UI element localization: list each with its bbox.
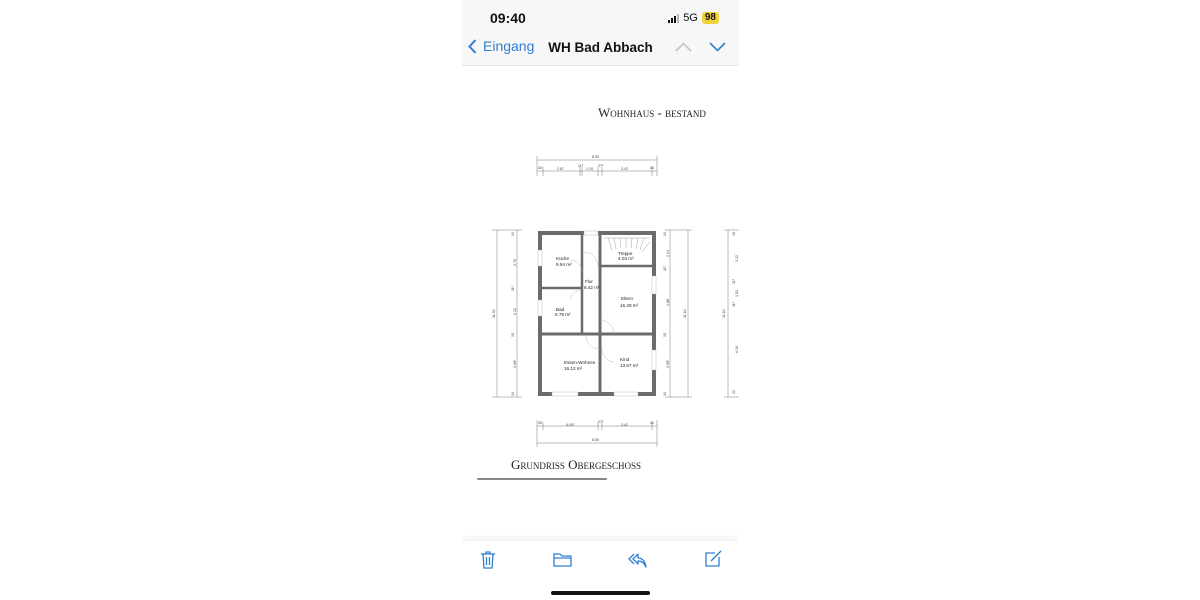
dim-label: 11.94 [492,309,496,318]
dim-label: 27⁵ [598,164,604,168]
room-name: Küche [556,256,569,261]
folder-icon[interactable] [553,552,572,567]
side-dimensions [492,229,739,447]
top-dimensions [536,156,658,176]
dim-label: 34 [511,232,515,236]
dim-label: 8.50 [592,438,599,442]
dim-label: 15 [663,333,667,337]
dim-label: 34 [663,392,667,396]
dim-label: 40 [538,421,542,425]
dim-label: 40 [650,421,654,425]
dim-label: 34 [663,232,667,236]
dim-label: 15 [511,333,515,337]
dim-label: 11⁵ [511,285,515,291]
dim-label: 3.42 [621,423,628,427]
room-area: 16.29 m² [620,303,639,308]
room-area: 9.94 m² [556,262,572,267]
room-area: 8.42 m² [584,285,600,290]
dim-label: 11.84 [722,309,726,318]
dim-label: 40 [732,232,736,236]
dim-label: 11⁵ [732,278,736,284]
room-name: Essen-Wohnen [564,360,596,365]
trash-icon[interactable] [480,550,496,569]
room-name: Flur [585,279,593,284]
left-dimension-labels: 11.94 34 2.76 11⁵ 3.22 15 3.96⁵ 34 [492,232,517,396]
room-name: Eltern [621,296,633,301]
dim-label: 22 [732,390,736,394]
horizontal-scrollbar[interactable] [477,478,607,480]
dim-label: 4.00⁵ [566,423,575,427]
room-name: Kind [620,357,630,362]
dim-label: 6.10 [735,346,739,353]
dim-label: 2.67 [557,167,564,171]
document-heading: Wohnhaus - bestand [598,105,706,120]
dim-label: 1.51 [735,290,739,297]
dim-label: 3.42 [621,167,628,171]
stairs [604,237,651,253]
status-indicators: 5G 98 [668,12,719,24]
plan-title: Grundriss Obergeschoss [511,457,641,472]
dim-label: 11⁵ [663,265,667,271]
back-button[interactable]: Eingang [468,38,534,54]
dim-label: 3.22 [513,308,517,315]
dim-label: 2.76 [513,259,517,266]
dim-label: 34 [511,392,515,396]
openings [537,230,657,397]
previous-message-icon[interactable] [675,42,692,52]
dim-label: 11⁵ [732,301,736,307]
signal-icon [668,13,680,23]
nav-bar: Eingang WH Bad Abbach [462,38,739,60]
mail-app: 09:40 5G 98 Eingang WH Bad Abbach Wohnha… [462,0,739,600]
room-area: 6.79 m² [555,312,571,317]
status-time: 09:40 [490,10,526,26]
room-name: Treppe [618,251,633,256]
room-name: Bad [556,307,565,312]
reply-all-icon[interactable] [628,552,647,568]
room-area: 4.03 m² [618,256,634,261]
compose-icon[interactable] [705,550,722,567]
floor-plan-drawing: Wohnhaus - bestand 8.50 40 2.67 11⁵ 1.19… [477,105,739,480]
attachment-preview[interactable]: Wohnhaus - bestand 8.50 40 2.67 11⁵ 1.19… [462,66,739,541]
bottom-toolbar [462,541,739,600]
dim-label: 3.96⁵ [513,359,517,368]
next-message-icon[interactable] [709,42,726,52]
bottom-dimension-labels: 40 4.00⁵ 27⁵ 3.42 40 8.50 [538,420,654,442]
home-indicator[interactable] [551,591,650,595]
dim-label: 11⁵ [578,164,584,168]
dim-label: 3.96⁵ [666,359,670,368]
dim-label: 2.24 [666,250,670,257]
right-dimension-labels: 11.84 34 2.24 11⁵ 4.88 15 3.96⁵ 34 11.84… [663,232,739,396]
room-area: 13.67 m² [620,363,639,368]
dim-label: 3.22 [735,255,739,262]
dim-label: 27⁵ [598,420,604,424]
dim-label: 40 [538,166,542,170]
network-label: 5G [683,12,698,24]
room-area: 16.12 m² [564,366,583,371]
battery-indicator: 98 [701,12,719,24]
dim-label: 11.84 [683,309,687,318]
page-title: WH Bad Abbach [548,40,653,55]
dim-label: 8.50 [592,155,599,159]
dim-label: 1.19 [586,167,593,171]
dim-label: 4.88 [666,299,670,306]
back-label: Eingang [483,38,535,54]
dim-label: 36 [650,166,654,170]
chevron-left-icon [468,38,477,54]
header: 09:40 5G 98 Eingang WH Bad Abbach [462,0,739,66]
